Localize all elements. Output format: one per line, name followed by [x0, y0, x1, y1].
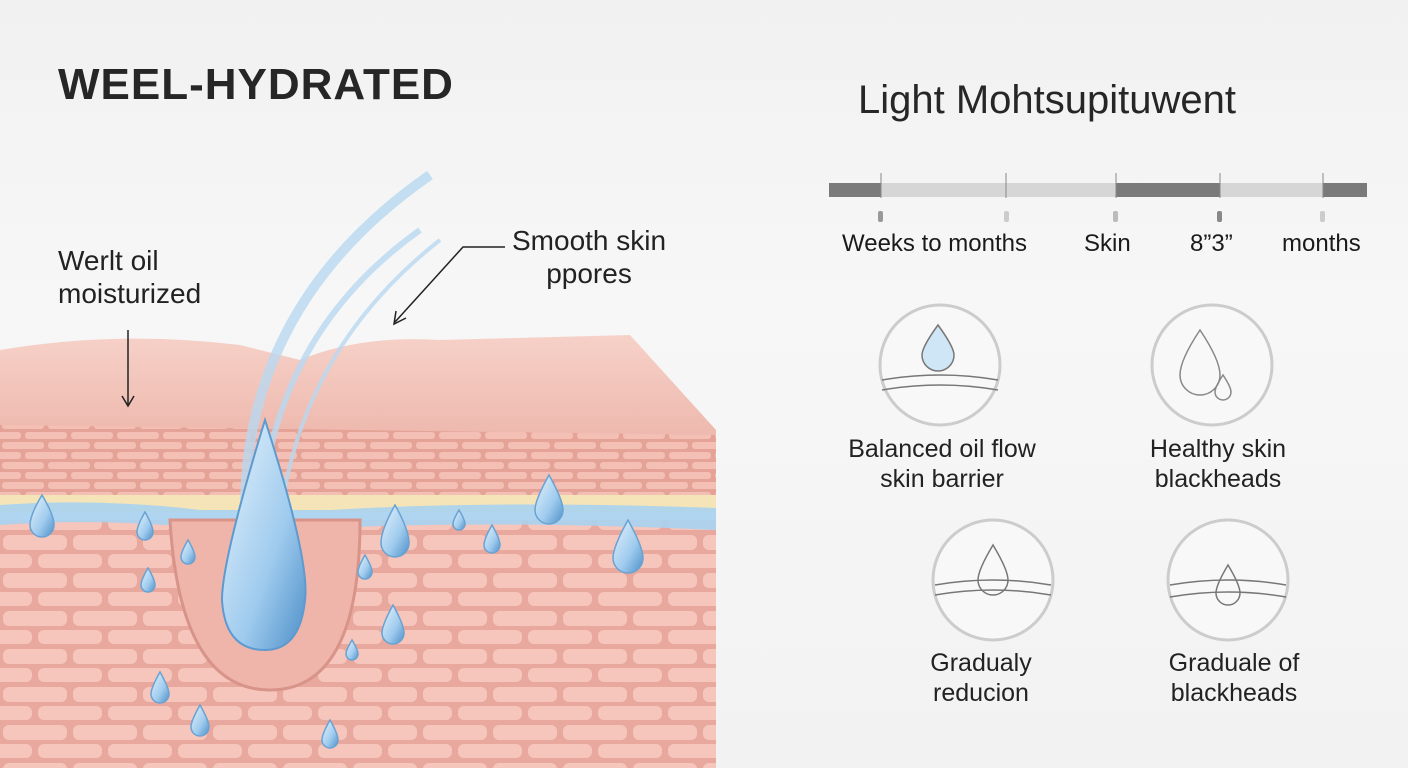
icon-caption: Healthy skin blackheads [1088, 434, 1348, 494]
timeline-label: Skin [1084, 230, 1131, 257]
drop-pore-reduced-icon [1166, 518, 1290, 642]
caption-line: Graduale of [1168, 649, 1300, 677]
caption-line: blackheads [1170, 679, 1298, 707]
label-oil-moisturized: Werlt oil moisturized [58, 244, 201, 310]
caption-line: skin barrier [880, 465, 1004, 493]
label-line: moisturized [58, 278, 202, 309]
icon-caption: Gradualy reducion [851, 648, 1111, 708]
water-droplets [29, 473, 644, 749]
caption-line: reducion [933, 679, 1029, 707]
left-title: WEEL-HYDRATED [58, 60, 454, 109]
caption-line: Healthy skin [1149, 435, 1287, 463]
caption-line: Gradualy [930, 649, 1032, 677]
water-drop-skin-icon [878, 303, 1002, 427]
label-line: ppores [546, 258, 632, 289]
icon-caption: Balanced oil flow skin barrier [812, 434, 1072, 494]
skin-layers [0, 335, 716, 768]
splash-drop-icon [1150, 303, 1274, 427]
label-smooth-skin: Smooth skin ppores [512, 224, 666, 290]
right-title: Light Mohtsupituwent [858, 78, 1237, 122]
timeline-bar [829, 173, 1367, 222]
caption-line: Balanced oil flow [848, 435, 1036, 463]
timeline-label: Weeks to months [842, 230, 1027, 257]
arrows [121, 246, 505, 408]
large-water-drop [220, 416, 307, 652]
label-line: Smooth skin [512, 225, 667, 256]
icon-caption: Graduale of blackheads [1104, 648, 1364, 708]
caption-line: blackheads [1154, 465, 1282, 493]
timeline-label: 8”3” [1190, 230, 1233, 257]
timeline-label: months [1282, 230, 1361, 257]
drop-pore-icon [931, 518, 1055, 642]
label-line: Werlt oil [58, 245, 159, 276]
